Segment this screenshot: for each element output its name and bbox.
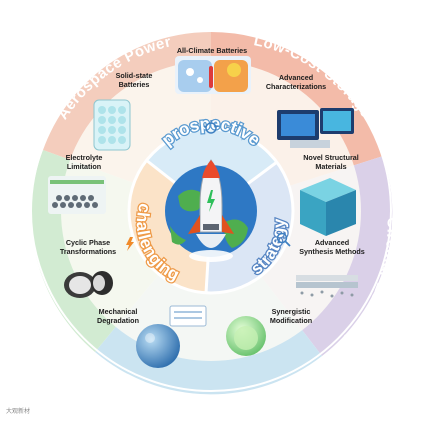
label-electrolyte-1: Electrolyte — [66, 153, 103, 162]
label-synth-2: Synthesis Methods — [299, 247, 365, 256]
lightning-icon — [126, 237, 134, 251]
solid-state-battery-image — [93, 99, 131, 151]
earth-rocket-illustration — [165, 159, 257, 262]
watermark: 大观新材 — [6, 409, 31, 415]
label-solid-state-1: Solid-state — [116, 71, 153, 80]
label-electrolyte-2: Limitation — [67, 162, 101, 171]
characterization-instrument-image — [277, 108, 354, 148]
label-cyclic-1: Cyclic Phase — [66, 238, 110, 247]
phase-transformation-image — [64, 271, 113, 298]
label-adv-char-2: Characterizations — [266, 82, 326, 91]
label-mech-1: Mechanical — [99, 307, 138, 316]
magnifier-icon — [276, 232, 291, 247]
cube-lattice-image — [300, 178, 356, 236]
label-adv-char-1: Advanced — [279, 73, 313, 82]
label-syn-mod-1: Synergistic — [272, 307, 311, 316]
label-cyclic-2: Transformations — [60, 247, 116, 256]
lightbulb-icon — [203, 120, 219, 134]
label-novel-2: Materials — [315, 162, 346, 171]
synthesis-layers-image — [296, 275, 358, 298]
electrolyte-image — [48, 176, 106, 214]
label-syn-mod-2: Modification — [270, 316, 312, 325]
label-novel-1: Novel Structural — [303, 153, 359, 162]
label-solid-state-2: Batteries — [119, 80, 150, 89]
label-all-climate: All-Climate Batteries — [177, 46, 247, 55]
all-climate-battery-image — [175, 56, 251, 94]
label-synth-1: Advanced — [315, 238, 349, 247]
label-mech-2: Degradation — [97, 316, 139, 325]
modification-sphere-image — [226, 316, 266, 356]
degradation-sphere-image — [136, 305, 207, 368]
